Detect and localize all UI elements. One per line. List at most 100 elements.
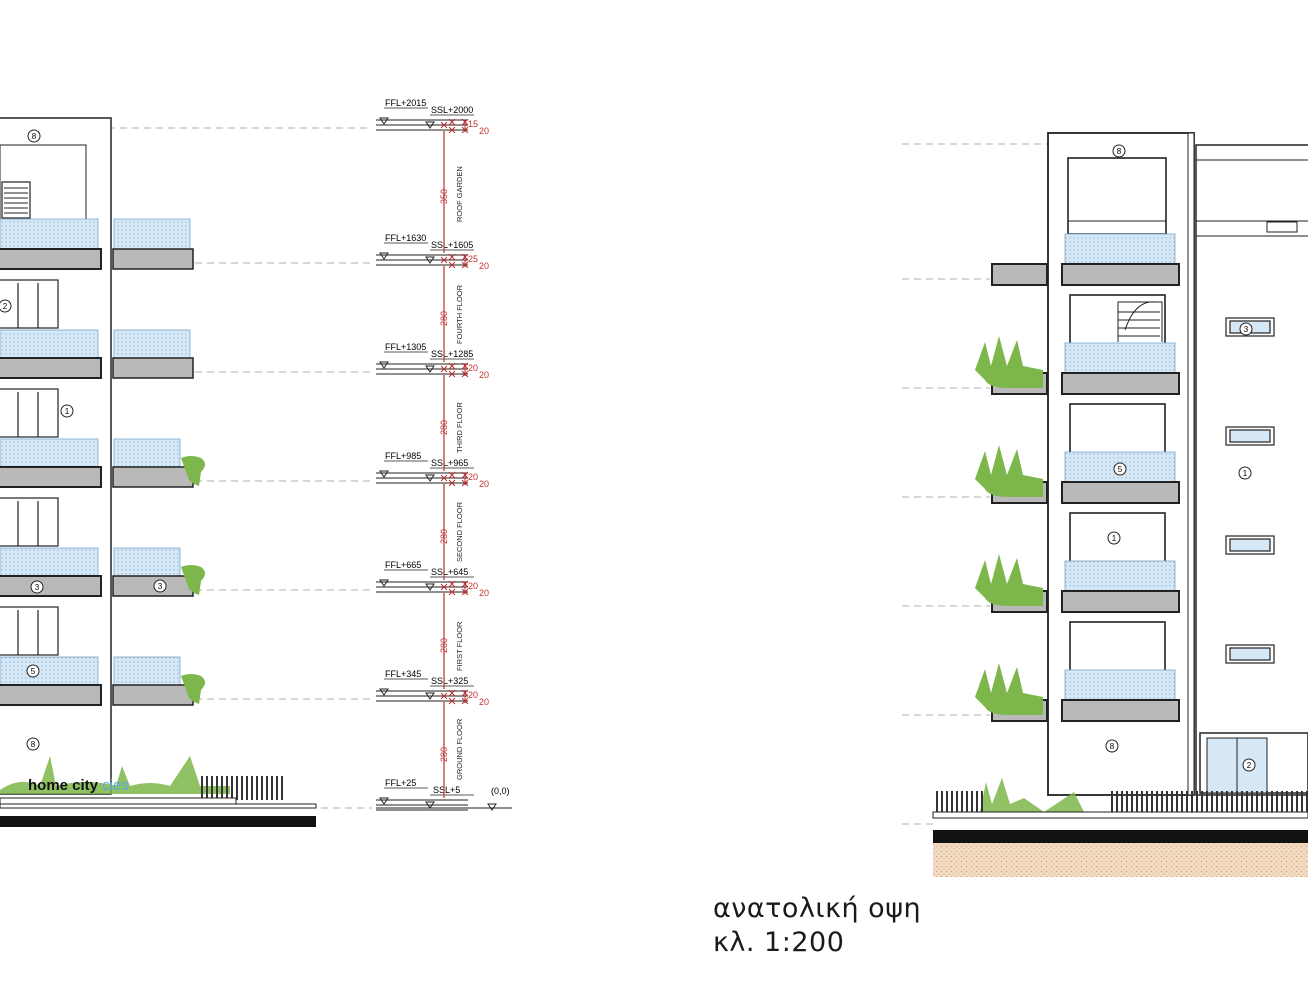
left-pavement	[0, 797, 237, 805]
thickness-inner-label: 20	[468, 581, 478, 591]
ssl-triangle	[425, 583, 435, 591]
left-doors	[0, 279, 59, 656]
tag-left-first-b: 3	[158, 582, 163, 591]
floor-name-label: SECOND FLOOR	[455, 501, 464, 562]
ssl-triangle	[425, 692, 435, 700]
dim-tick	[440, 121, 448, 129]
ffl-triangle	[379, 252, 389, 260]
ffl-triangle	[379, 579, 389, 587]
watermark-cies: cies	[102, 777, 129, 794]
dim-tick	[448, 362, 456, 370]
left-plants	[0, 456, 230, 794]
ffl-triangle	[379, 361, 389, 369]
tag-left-top: 8	[32, 132, 37, 141]
floor-height-label: 280	[439, 747, 449, 762]
ffl-label: FFL+2015	[385, 98, 426, 108]
spiral-stair	[1117, 301, 1163, 342]
dim-tick	[440, 256, 448, 264]
ffl-triangle	[379, 117, 389, 125]
drawing-scale: κλ. 1:200	[713, 927, 845, 958]
tag-left-fourth: 2	[3, 302, 8, 311]
right-fence-left	[934, 791, 986, 813]
ssl-triangle	[425, 121, 435, 129]
dim-tick	[440, 365, 448, 373]
ssl-label: SSL+645	[431, 567, 468, 577]
thickness-outer-label: 20	[479, 370, 489, 380]
tag-right-base: 8	[1110, 742, 1115, 751]
tag-right-door: 2	[1247, 761, 1252, 770]
tag-left-first-a: 3	[35, 583, 40, 592]
drawing-title: ανατολική οψη	[713, 893, 922, 924]
left-elevation: 8 2 1 3 3 5 8 home city cies	[0, 117, 372, 827]
ssl-triangle	[425, 365, 435, 373]
tag-left-third: 1	[65, 407, 70, 416]
dim-tick	[448, 479, 456, 487]
right-adjacent-wall	[1195, 144, 1308, 796]
ssl-triangle	[425, 474, 435, 482]
dim-tick	[440, 474, 448, 482]
tag-right-center-a: 5	[1118, 465, 1123, 474]
ffl-label: FFL+345	[385, 669, 421, 679]
left-tags: 8 2 1 3 3 5 8	[0, 129, 167, 751]
thickness-outer-label: 20	[479, 126, 489, 136]
tag-right-center-b: 1	[1112, 534, 1117, 543]
right-soil	[933, 843, 1308, 877]
tag-left-ground-rail: 5	[31, 667, 36, 676]
left-fence	[200, 776, 285, 800]
dim-tick	[448, 588, 456, 596]
floor-dim-5: 280 GROUND FLOOR	[439, 702, 464, 798]
ssl-triangle	[425, 256, 435, 264]
left-ground-slab	[0, 816, 316, 827]
ground-triangle	[487, 803, 497, 811]
floor-name-label: FIRST FLOOR	[455, 621, 464, 671]
ffl-label: FFL+665	[385, 560, 421, 570]
ssl-triangle	[425, 801, 435, 809]
dim-tick	[440, 583, 448, 591]
right-plants	[975, 336, 1104, 818]
svg-text:home city cies: home city cies	[28, 777, 129, 794]
dim-tick	[448, 118, 456, 126]
right-ground-slab	[933, 830, 1308, 843]
tag-right-side-a: 1	[1243, 469, 1248, 478]
floor-name-label: ROOF GARDEN	[455, 166, 464, 222]
ssl-label: SSL+5	[433, 785, 460, 795]
floor-name-label: GROUND FLOOR	[455, 718, 464, 780]
floor-dim-0: 350 ROOF GARDEN	[439, 131, 464, 253]
ssl-label: SSL+2000	[431, 105, 473, 115]
floor-height-label: 280	[439, 529, 449, 544]
dim-tick	[448, 689, 456, 697]
floor-dim-3: 280 SECOND FLOOR	[439, 484, 464, 580]
floor-height-label: 350	[439, 189, 449, 204]
dim-tick	[448, 697, 456, 705]
floor-name-label: FOURTH FLOOR	[455, 284, 464, 344]
dim-tick	[448, 471, 456, 479]
ffl-triangle	[379, 688, 389, 696]
thickness-inner-label: 15	[468, 119, 478, 129]
thickness-inner-label: 20	[468, 472, 478, 482]
right-elevation: 8 3 1 5 1 8 2	[902, 132, 1308, 877]
thickness-inner-label: 25	[468, 254, 478, 264]
thickness-outer-label: 20	[479, 697, 489, 707]
ffl-label: FFL+1305	[385, 342, 426, 352]
floor-name-label: THIRD FLOOR	[455, 402, 464, 453]
dim-tick	[448, 253, 456, 261]
left-balconies	[0, 218, 194, 706]
right-fence-right	[1108, 791, 1308, 813]
thickness-outer-label: 20	[479, 479, 489, 489]
ffl-triangle	[379, 797, 389, 805]
tag-left-base: 8	[31, 740, 36, 749]
ssl-label: SSL+965	[431, 458, 468, 468]
dim-tick	[448, 580, 456, 588]
floor-height-label: 280	[439, 638, 449, 653]
ground-label: (0,0)	[491, 786, 510, 796]
ffl-label: FFL+1630	[385, 233, 426, 243]
